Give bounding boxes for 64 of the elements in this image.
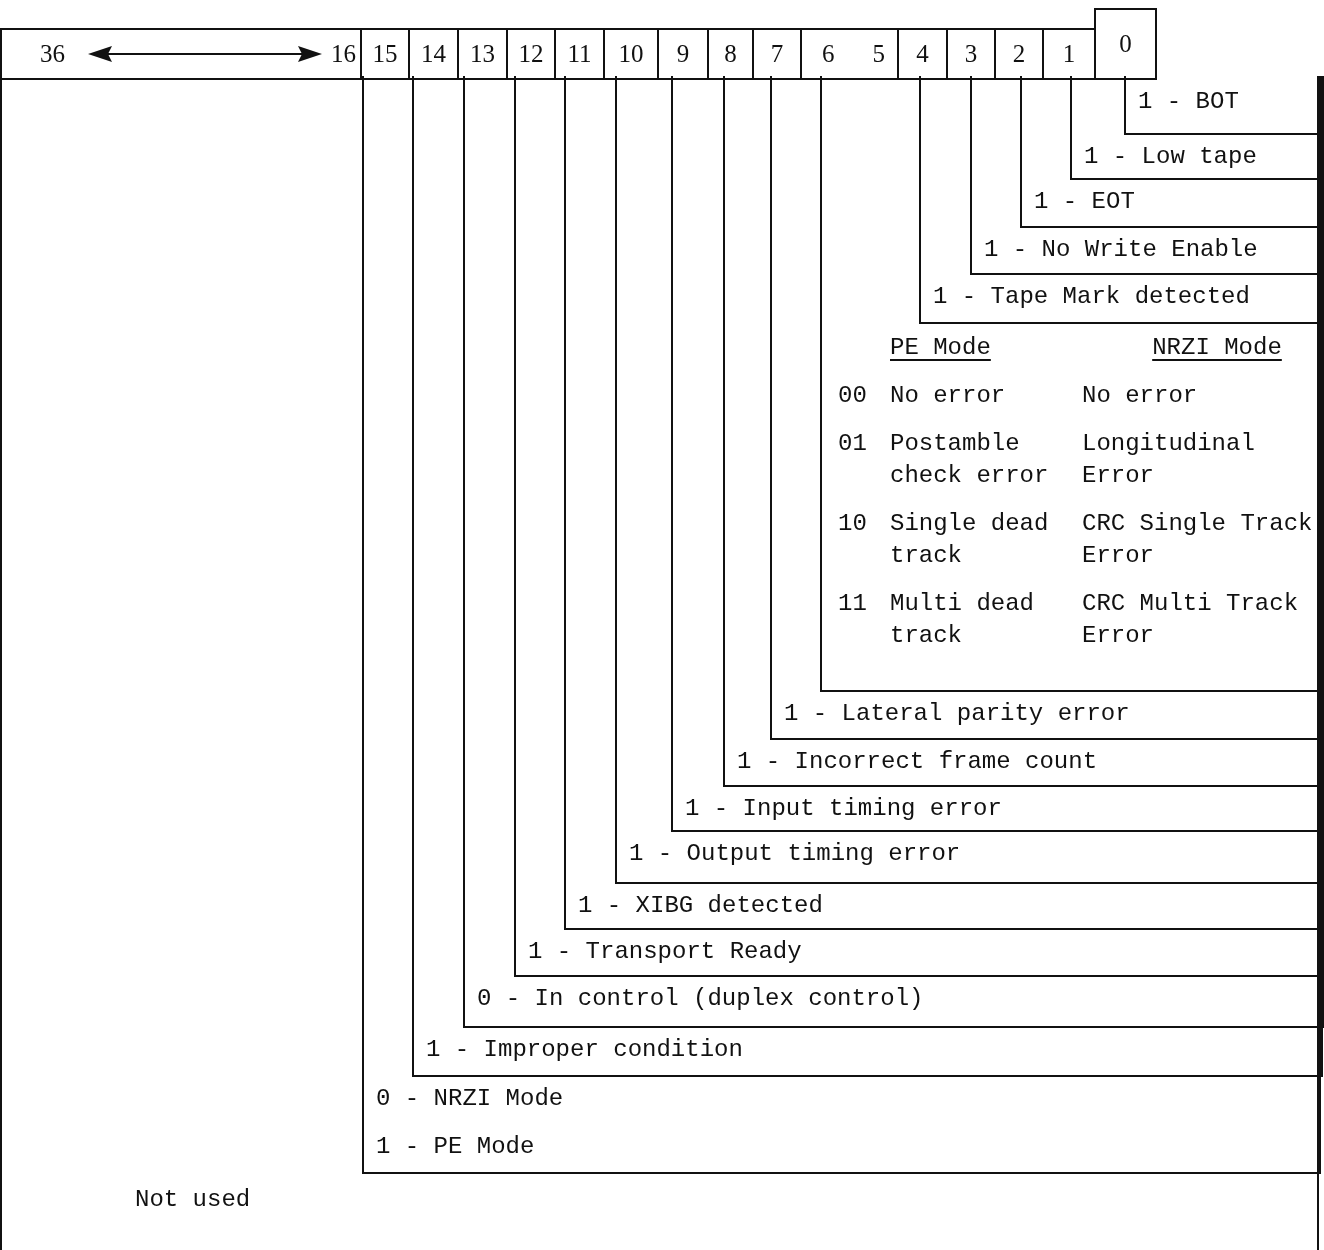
column-heading: NRZI Mode	[1152, 333, 1282, 363]
bit-number: 11	[567, 40, 592, 68]
bit-code: 00	[838, 381, 868, 411]
bit-number: 6	[822, 40, 835, 68]
bit-number: 7	[770, 40, 784, 68]
bit-code: 11	[838, 589, 868, 619]
bit-number-cell	[1094, 8, 1157, 80]
bit-number: 15	[372, 40, 398, 68]
bit-number: 10	[618, 40, 644, 68]
bit-number-cell	[1042, 28, 1096, 80]
bit-number-cell	[457, 28, 508, 80]
bit-number: 12	[518, 40, 544, 68]
bit-number: 3	[964, 40, 978, 68]
field-description: 1 - Incorrect frame count	[737, 747, 1098, 777]
column-heading: PE Mode	[890, 333, 991, 363]
bit-number: 13	[470, 40, 495, 68]
unused-note: Not used	[135, 1185, 251, 1215]
bit-number: 8	[724, 40, 737, 68]
bit-code: 10	[838, 509, 868, 539]
bit-number-cell	[946, 28, 996, 80]
field-description: 1 - No Write Enable	[984, 235, 1258, 265]
bit-number-cell	[897, 28, 948, 80]
code-meaning: CRC Multi Track Error	[1082, 589, 1300, 651]
field-description: 1 - Tape Mark detected	[933, 282, 1250, 312]
bit-number: 2	[1012, 40, 1026, 68]
bit-number-cell	[554, 28, 605, 80]
code-meaning: Longitudinal Error	[1082, 429, 1256, 491]
field-description: 1 - XIBG detected	[578, 891, 823, 921]
bit-number-cell	[360, 28, 410, 80]
bit-number: 9	[676, 40, 690, 68]
bit-number-cell	[994, 28, 1044, 80]
bit-number-cell	[506, 28, 556, 80]
field-description: 0 - NRZI Mode	[376, 1084, 564, 1114]
bit-number-cell	[752, 28, 802, 80]
field-description: 0 - In control (duplex control)	[477, 984, 924, 1014]
field-description: 1 - Improper condition	[426, 1035, 743, 1065]
bit-number: 36	[40, 40, 65, 68]
field-description: 1 - Input timing error	[685, 794, 1002, 824]
bit-number: 5	[872, 40, 885, 68]
field-description: 1 - BOT	[1138, 87, 1239, 117]
bit-number-cell	[800, 28, 899, 80]
bit-number: 1	[1062, 40, 1076, 68]
code-meaning: Single dead track	[890, 509, 1050, 571]
code-meaning: CRC Single Track Error	[1082, 509, 1314, 571]
bit-number: 16	[331, 40, 356, 68]
code-meaning: No error	[1082, 381, 1199, 411]
bit-number: 14	[421, 40, 446, 68]
bit-number-cell	[0, 28, 362, 80]
bit-code: 01	[838, 429, 868, 459]
field-description: 1 - Output timing error	[629, 839, 961, 869]
field-description: 1 - Transport Ready	[528, 937, 802, 967]
code-meaning: Postamble check error	[890, 429, 1050, 491]
code-meaning: No error	[890, 381, 1007, 411]
bit-number-cell	[657, 28, 709, 80]
bit-number-cell	[408, 28, 459, 80]
field-description: 1 - Lateral parity error	[784, 699, 1130, 729]
field-description: 1 - PE Mode	[376, 1132, 535, 1162]
bit-number: 0	[1119, 30, 1132, 58]
field-description: 1 - Low tape	[1084, 142, 1257, 172]
field-description: 1 - EOT	[1034, 187, 1135, 217]
code-meaning: Multi dead track	[890, 589, 1036, 651]
bit-number-cell	[707, 28, 754, 80]
bit-number: 4	[916, 40, 929, 68]
bit-number-cell	[603, 28, 659, 80]
